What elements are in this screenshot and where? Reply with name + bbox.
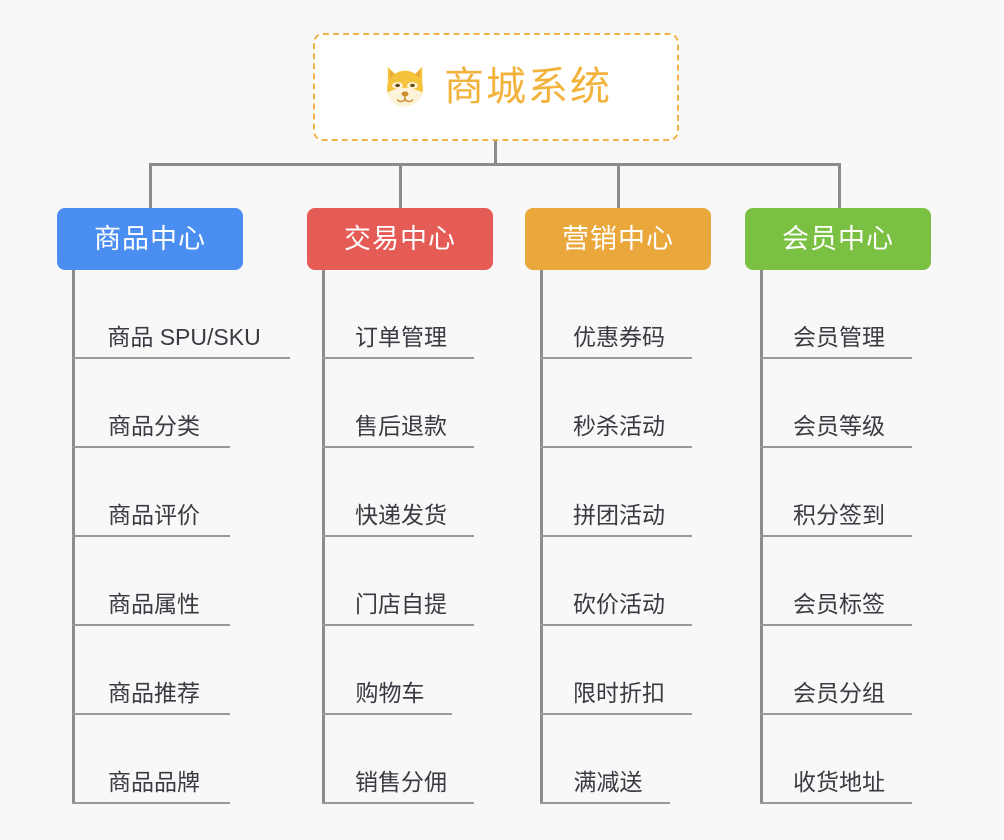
leaf-label: 会员等级 xyxy=(793,413,885,439)
leaf-item[interactable]: 收货地址 xyxy=(760,715,912,804)
leaf-label: 销售分佣 xyxy=(355,769,447,795)
leaf-label: 售后退款 xyxy=(355,413,447,439)
branch-trunk-2 xyxy=(322,270,325,804)
branch-column-4: 会员中心 会员管理 会员等级 积分签到 会员标签 会员分组 收货地址 xyxy=(745,208,931,804)
connector-root-stem xyxy=(494,141,497,166)
leaf-item[interactable]: 购物车 xyxy=(322,626,452,715)
leaf-label: 收货地址 xyxy=(793,769,885,795)
branch-trunk-1 xyxy=(72,270,75,804)
leaf-label: 商品品牌 xyxy=(108,769,200,795)
leaf-item[interactable]: 砍价活动 xyxy=(540,537,692,626)
leaf-item[interactable]: 订单管理 xyxy=(322,270,474,359)
leaf-item[interactable]: 秒杀活动 xyxy=(540,359,692,448)
leaf-item[interactable]: 商品评价 xyxy=(72,448,230,537)
branch-trunk-4 xyxy=(760,270,763,804)
branch-header-label-4: 会员中心 xyxy=(782,223,894,254)
leaf-label: 砍价活动 xyxy=(573,591,665,617)
leaf-item[interactable]: 销售分佣 xyxy=(322,715,474,804)
leaf-item[interactable]: 会员等级 xyxy=(760,359,912,448)
leaf-label: 积分签到 xyxy=(793,502,885,528)
leaf-item[interactable]: 快递发货 xyxy=(322,448,474,537)
root-node-shop-system[interactable]: 商城系统 xyxy=(313,33,679,141)
branch-column-3: 营销中心 优惠券码 秒杀活动 拼团活动 砍价活动 限时折扣 满减送 xyxy=(525,208,711,804)
branch-header-label-3: 营销中心 xyxy=(562,223,674,254)
leaf-list-2: 订单管理 售后退款 快递发货 门店自提 购物车 销售分佣 xyxy=(322,270,542,804)
branch-header-1[interactable]: 商品中心 xyxy=(57,208,243,270)
leaf-label: 会员分组 xyxy=(793,680,885,706)
leaf-list-3: 优惠券码 秒杀活动 拼团活动 砍价活动 限时折扣 满减送 xyxy=(540,270,760,804)
leaf-label: 拼团活动 xyxy=(573,502,665,528)
leaf-item[interactable]: 积分签到 xyxy=(760,448,912,537)
root-node-title: 商城系统 xyxy=(444,65,612,109)
leaf-label: 优惠券码 xyxy=(573,324,665,350)
leaf-item[interactable]: 会员标签 xyxy=(760,537,912,626)
leaf-item[interactable]: 商品属性 xyxy=(72,537,230,626)
leaf-item[interactable]: 售后退款 xyxy=(322,359,474,448)
branch-column-1: 商品中心 商品 SPU/SKU 商品分类 商品评价 商品属性 商品推荐 商品品牌 xyxy=(57,208,290,804)
leaf-item[interactable]: 商品推荐 xyxy=(72,626,230,715)
leaf-label: 购物车 xyxy=(355,680,425,706)
leaf-label: 秒杀活动 xyxy=(573,413,665,439)
branch-header-3[interactable]: 营销中心 xyxy=(525,208,711,270)
connector-drop-2 xyxy=(399,163,402,210)
leaf-list-1: 商品 SPU/SKU 商品分类 商品评价 商品属性 商品推荐 商品品牌 xyxy=(72,270,292,804)
leaf-item[interactable]: 优惠券码 xyxy=(540,270,692,359)
leaf-item[interactable]: 会员分组 xyxy=(760,626,912,715)
connector-horizontal-bus xyxy=(149,163,841,166)
leaf-item[interactable]: 门店自提 xyxy=(322,537,474,626)
leaf-item[interactable]: 商品分类 xyxy=(72,359,230,448)
leaf-item[interactable]: 满减送 xyxy=(540,715,670,804)
leaf-label: 订单管理 xyxy=(355,324,447,350)
leaf-item[interactable]: 拼团活动 xyxy=(540,448,692,537)
leaf-label: 快递发货 xyxy=(355,502,447,528)
leaf-label: 满减送 xyxy=(573,769,643,795)
leaf-item[interactable]: 会员管理 xyxy=(760,270,912,359)
branch-column-2: 交易中心 订单管理 售后退款 快递发货 门店自提 购物车 销售分佣 xyxy=(307,208,493,804)
leaf-label: 商品分类 xyxy=(108,413,200,439)
leaf-label: 商品推荐 xyxy=(108,680,200,706)
leaf-list-4: 会员管理 会员等级 积分签到 会员标签 会员分组 收货地址 xyxy=(760,270,980,804)
leaf-label: 商品评价 xyxy=(108,502,200,528)
leaf-label: 会员管理 xyxy=(793,324,885,350)
leaf-item[interactable]: 限时折扣 xyxy=(540,626,692,715)
connector-drop-3 xyxy=(617,163,620,210)
leaf-label: 限时折扣 xyxy=(573,680,665,706)
leaf-item[interactable]: 商品 SPU/SKU xyxy=(72,270,290,359)
branch-header-label-2: 交易中心 xyxy=(344,223,456,254)
leaf-label: 门店自提 xyxy=(355,591,447,617)
connector-drop-1 xyxy=(149,163,152,210)
branch-header-4[interactable]: 会员中心 xyxy=(745,208,931,270)
connector-drop-4 xyxy=(838,163,841,210)
leaf-label: 商品 SPU/SKU xyxy=(107,324,261,350)
branch-header-label-1: 商品中心 xyxy=(94,223,206,254)
shiba-dog-face-icon xyxy=(387,66,423,107)
branch-trunk-3 xyxy=(540,270,543,804)
leaf-label: 商品属性 xyxy=(108,591,200,617)
leaf-label: 会员标签 xyxy=(793,591,885,617)
leaf-item[interactable]: 商品品牌 xyxy=(72,715,230,804)
branch-header-2[interactable]: 交易中心 xyxy=(307,208,493,270)
